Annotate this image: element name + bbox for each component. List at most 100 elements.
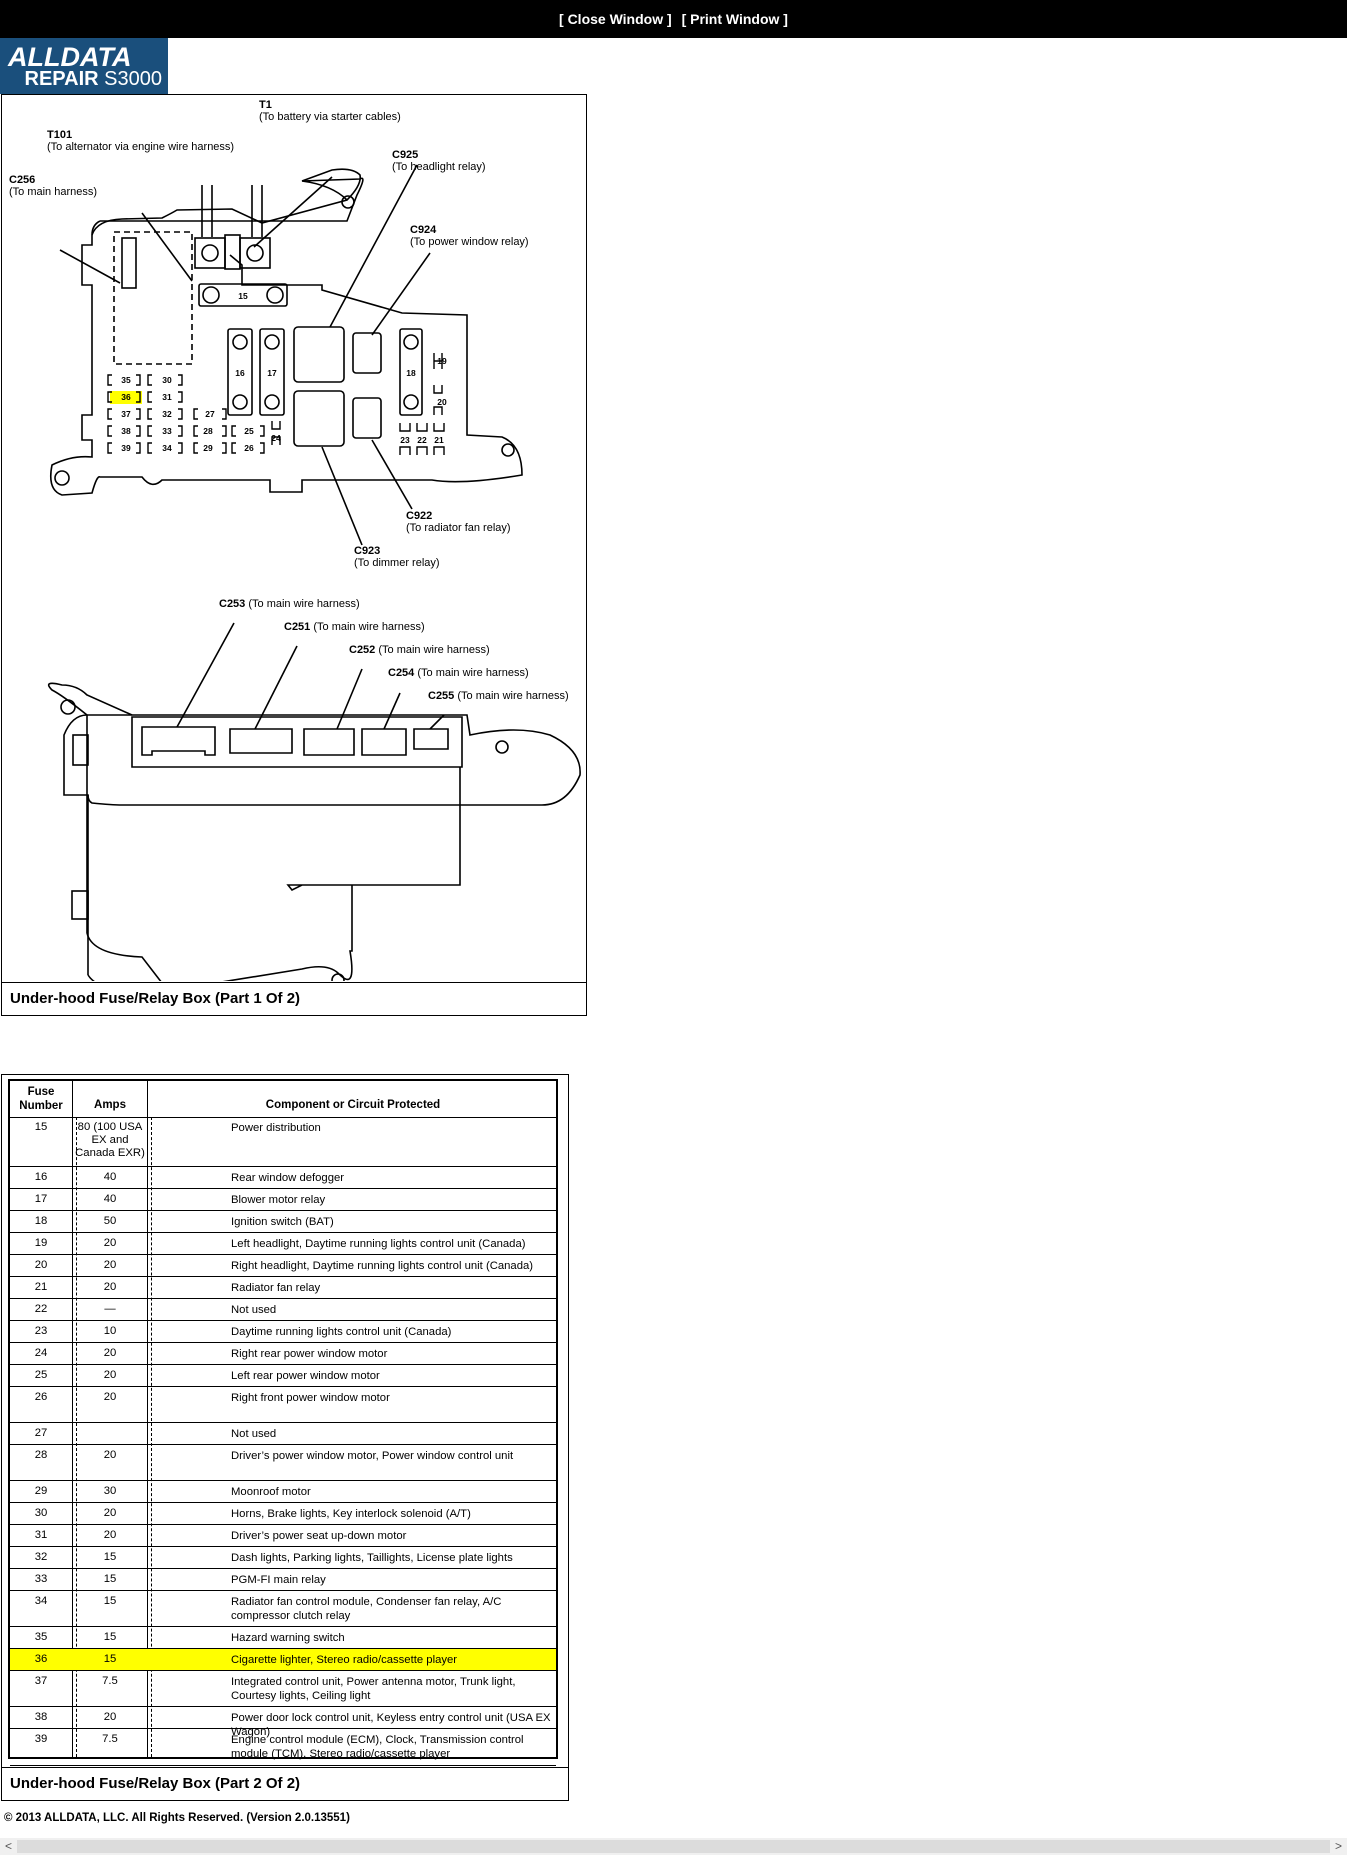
component-cell: Radiator fan control module, Condenser f…	[231, 1596, 502, 1622]
component-cell: Daytime running lights control unit (Can…	[231, 1326, 452, 1338]
label-c256-id: C256	[9, 174, 35, 186]
close-window-link[interactable]: [ Close Window ]	[559, 11, 672, 27]
table-row: 15 80 (100 USA EX and Canada EXR) Power di…	[10, 1117, 556, 1167]
fuse-number-cell: 39	[34, 1733, 48, 1745]
amps-cell: 80 (100 USA EX and Canada EXR)	[75, 1121, 145, 1159]
fuse-number-cell: 34	[34, 1595, 48, 1607]
fuse-label-31: 31	[162, 392, 172, 402]
amps-cell: —	[104, 1303, 116, 1315]
fuse-number-cell: 33	[34, 1573, 48, 1585]
component-cell: Power distribution	[231, 1122, 321, 1134]
amps-cell: 15	[103, 1595, 117, 1607]
fuse-label-27: 27	[205, 409, 215, 419]
amps-cell: 7.5	[102, 1733, 118, 1745]
component-cell: Integrated control unit, Power antenna m…	[231, 1676, 516, 1702]
amps-cell: 20	[103, 1237, 117, 1249]
component-cell: Right rear power window motor	[231, 1348, 388, 1360]
label-c252-desc: (To main wire harness)	[378, 644, 489, 656]
fuse-label-19: 19	[437, 356, 447, 366]
component-cell: Not used	[231, 1428, 277, 1440]
svg-text:C254 (To main wire harness): C254 (To main wire harness)	[388, 667, 529, 679]
fuse-label-26: 26	[244, 443, 254, 453]
amps-cell: 20	[103, 1711, 117, 1723]
fuse-number-cell: 28	[34, 1449, 48, 1461]
fuse-number-cell: 15	[34, 1121, 48, 1133]
table-row: 22 — Not used	[10, 1299, 556, 1321]
label-c254-id: C254	[388, 667, 415, 679]
amps-cell: 20	[103, 1507, 117, 1519]
fuse-label-28: 28	[203, 426, 213, 436]
fuse-box-diagram-panel: 15 16 17 18 19 20 21 22 23 24 25 26 27 2…	[1, 94, 587, 1016]
fuse-number-cell: 38	[34, 1711, 48, 1723]
label-t101-id: T101	[47, 129, 72, 141]
fuse-number-cell: 25	[34, 1369, 48, 1381]
fuse-number-cell: 24	[34, 1347, 48, 1359]
logo-product: REPAIR S3000	[24, 68, 162, 90]
component-cell: Driver’s power window motor, Power windo…	[231, 1450, 514, 1462]
label-c256-desc: (To main harness)	[9, 186, 97, 198]
label-c925-id: C925	[392, 149, 418, 161]
label-c255-id: C255	[428, 690, 454, 702]
svg-text:C252 (To main wire harness): C252 (To main wire harness)	[349, 644, 490, 656]
fuse-label-15: 15	[238, 291, 248, 301]
component-cell: Right front power window motor	[231, 1392, 390, 1404]
fuse-number-cell: 22	[34, 1303, 48, 1315]
component-cell: Dash lights, Parking lights, Taillights,…	[231, 1552, 513, 1564]
label-c922-id: C922	[406, 510, 432, 522]
fuse-label-23: 23	[400, 435, 410, 445]
table-row: 25 20 Left rear power window motor	[10, 1365, 556, 1387]
fuse-label-34: 34	[162, 443, 172, 453]
fuse-36-highlight	[110, 391, 142, 404]
amps-cell: 10	[103, 1325, 117, 1337]
scroll-left-icon[interactable]: <	[4, 1839, 12, 1853]
label-t101-desc: (To alternator via engine wire harness)	[47, 141, 234, 153]
component-cell: Left rear power window motor	[231, 1370, 380, 1382]
component-cell: Ignition switch (BAT)	[231, 1216, 334, 1228]
table-row: 28 20 Driver’s power window motor, Power w…	[10, 1445, 556, 1481]
fuse-label-36: 36	[121, 392, 131, 402]
amps-cell: 15	[103, 1573, 117, 1585]
amps-cell: 20	[103, 1347, 117, 1359]
scrollbar-thumb[interactable]	[17, 1840, 1330, 1853]
component-cell: Right headlight, Daytime running lights …	[231, 1260, 534, 1272]
fuse-number-cell: 21	[34, 1281, 48, 1293]
amps-cell: 20	[103, 1449, 117, 1461]
label-c252-id: C252	[349, 644, 375, 656]
component-cell: Moonroof motor	[231, 1486, 311, 1498]
fuse-number-cell: 17	[34, 1193, 48, 1205]
label-t1-desc: (To battery via starter cables)	[259, 111, 401, 123]
label-c924-id: C924	[410, 224, 437, 236]
fuse-label-18: 18	[406, 368, 416, 378]
horizontal-scrollbar[interactable]: < >	[0, 1838, 1347, 1855]
fuse-number-cell: 26	[34, 1391, 48, 1403]
amps-cell: 20	[103, 1369, 117, 1381]
scroll-right-icon[interactable]: >	[1334, 1839, 1342, 1853]
amps-cell: 15	[103, 1551, 117, 1563]
fuse-label-30: 30	[162, 375, 172, 385]
fuse-label-25: 25	[244, 426, 254, 436]
fuse-label-35: 35	[121, 375, 131, 385]
fuse-label-39: 39	[121, 443, 131, 453]
fuse-box-diagram: 15 16 17 18 19 20 21 22 23 24 25 26 27 2…	[9, 99, 581, 981]
label-c253-id: C253	[219, 598, 245, 610]
label-c922-desc: (To radiator fan relay)	[406, 522, 511, 534]
component-cell: Not used	[231, 1304, 277, 1316]
fuse-number-cell: 18	[34, 1215, 48, 1227]
top-toolbar: [ Close Window ] [ Print Window ]	[0, 0, 1347, 38]
logo-brand: ALLDATA	[8, 42, 132, 72]
print-window-link[interactable]: [ Print Window ]	[681, 11, 788, 27]
fuse-label-16: 16	[235, 368, 245, 378]
label-t1-id: T1	[259, 99, 272, 111]
table-caption: Under-hood Fuse/Relay Box (Part 2 Of 2)	[2, 1767, 568, 1800]
fuse-number-cell: 36	[34, 1653, 48, 1665]
